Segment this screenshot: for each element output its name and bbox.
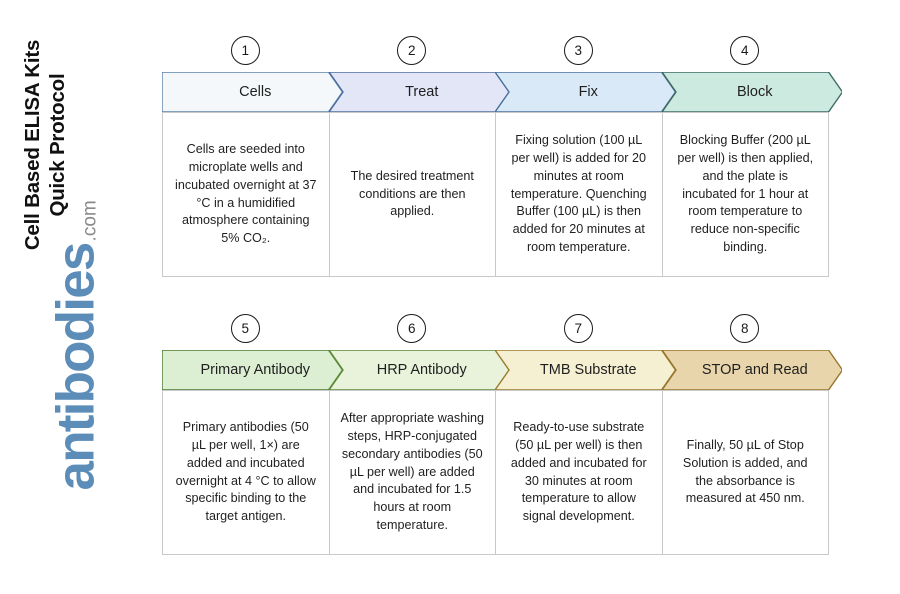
step-description-cell: Fixing solution (100 µL per well) is add… xyxy=(495,112,663,277)
step-number-badge: 3 xyxy=(563,36,593,65)
protocol-step-header[interactable]: HRP Antibody xyxy=(328,350,509,390)
step-label: STOP and Read xyxy=(701,362,808,378)
chevron-shape xyxy=(661,72,842,112)
description-strip-2: Primary antibodies (50 µL per well, 1×) … xyxy=(162,390,829,555)
step-description-text: Primary antibodies (50 µL per well, 1×) … xyxy=(175,419,316,524)
protocol-row-2: 5 6 7 8 Primary Antibody HRP Antibody TMB Sub… xyxy=(162,314,852,555)
step-number-badge: 8 xyxy=(730,314,760,343)
chevron-shape xyxy=(495,72,676,112)
step-description-cell: Ready-to-use substrate (50 µL per well) … xyxy=(495,390,663,555)
step-description-cell: Blocking Buffer (200 µL per well) is the… xyxy=(661,112,829,277)
step-description-text: Cells are seeded into microplate wells a… xyxy=(175,141,317,246)
step-description-text: After appropriate washing steps, HRP-con… xyxy=(340,410,485,533)
protocol-step-header[interactable]: Treat xyxy=(328,72,509,112)
protocol-step-header[interactable]: Cells xyxy=(162,72,343,112)
step-label: Treat xyxy=(405,84,439,100)
protocol-step-header[interactable]: TMB Substrate xyxy=(495,350,676,390)
logo-wordmark: antibodies xyxy=(46,243,106,491)
description-strip-1: Cells are seeded into microplate wells a… xyxy=(162,112,829,277)
step-description-text: The desired treatment conditions are the… xyxy=(350,168,474,219)
protocol-step-header[interactable]: Primary Antibody xyxy=(162,350,343,390)
protocol-step-header[interactable]: Fix xyxy=(495,72,676,112)
step-label: HRP Antibody xyxy=(376,362,467,378)
step-description-cell: Finally, 50 µL of Stop Solution is added… xyxy=(661,390,829,555)
step-description-cell: Cells are seeded into microplate wells a… xyxy=(162,112,330,277)
step-number-badge: 4 xyxy=(730,36,760,65)
step-number-badge: 7 xyxy=(563,314,593,343)
step-number-badge: 1 xyxy=(230,36,260,65)
step-number-badge: 2 xyxy=(397,36,427,65)
step-label: TMB Substrate xyxy=(539,362,637,378)
page-title-line-1: Cell Based ELISA Kits xyxy=(20,39,44,251)
chevron-strip-1: Cells Treat Fix Block xyxy=(162,72,852,112)
step-label: Cells xyxy=(239,84,272,100)
chevron-shape xyxy=(328,350,509,390)
step-description-cell: The desired treatment conditions are the… xyxy=(328,112,496,277)
protocol-step-header[interactable]: Block xyxy=(661,72,842,112)
chevron-strip-2: Primary Antibody HRP Antibody TMB Substrat… xyxy=(162,350,852,390)
step-description-text: Fixing solution (100 µL per well) is add… xyxy=(510,132,647,255)
protocol-row-1: 1 2 3 4 Cells Treat Fix Block Cells are seeded… xyxy=(162,36,852,277)
chevron-shape xyxy=(495,350,676,390)
step-description-text: Blocking Buffer (200 µL per well) is the… xyxy=(677,132,814,255)
step-description-text: Ready-to-use substrate (50 µL per well) … xyxy=(510,419,647,524)
step-number-strip-2: 5 6 7 8 xyxy=(162,314,840,350)
step-label: Primary Antibody xyxy=(200,362,311,378)
step-number-badge: 5 xyxy=(230,314,260,343)
step-number-badge: 6 xyxy=(397,314,427,343)
step-description-cell: Primary antibodies (50 µL per well, 1×) … xyxy=(162,390,330,555)
step-description-cell: After appropriate washing steps, HRP-con… xyxy=(328,390,496,555)
step-description-text: Finally, 50 µL of Stop Solution is added… xyxy=(682,437,808,506)
logo-tld: .com xyxy=(79,199,101,242)
step-number-strip-1: 1 2 3 4 xyxy=(162,36,840,72)
chevron-shape xyxy=(661,350,842,390)
step-label: Fix xyxy=(578,84,598,100)
chevron-shape xyxy=(328,72,509,112)
protocol-step-header[interactable]: STOP and Read xyxy=(661,350,842,390)
step-label: Block xyxy=(737,84,773,100)
